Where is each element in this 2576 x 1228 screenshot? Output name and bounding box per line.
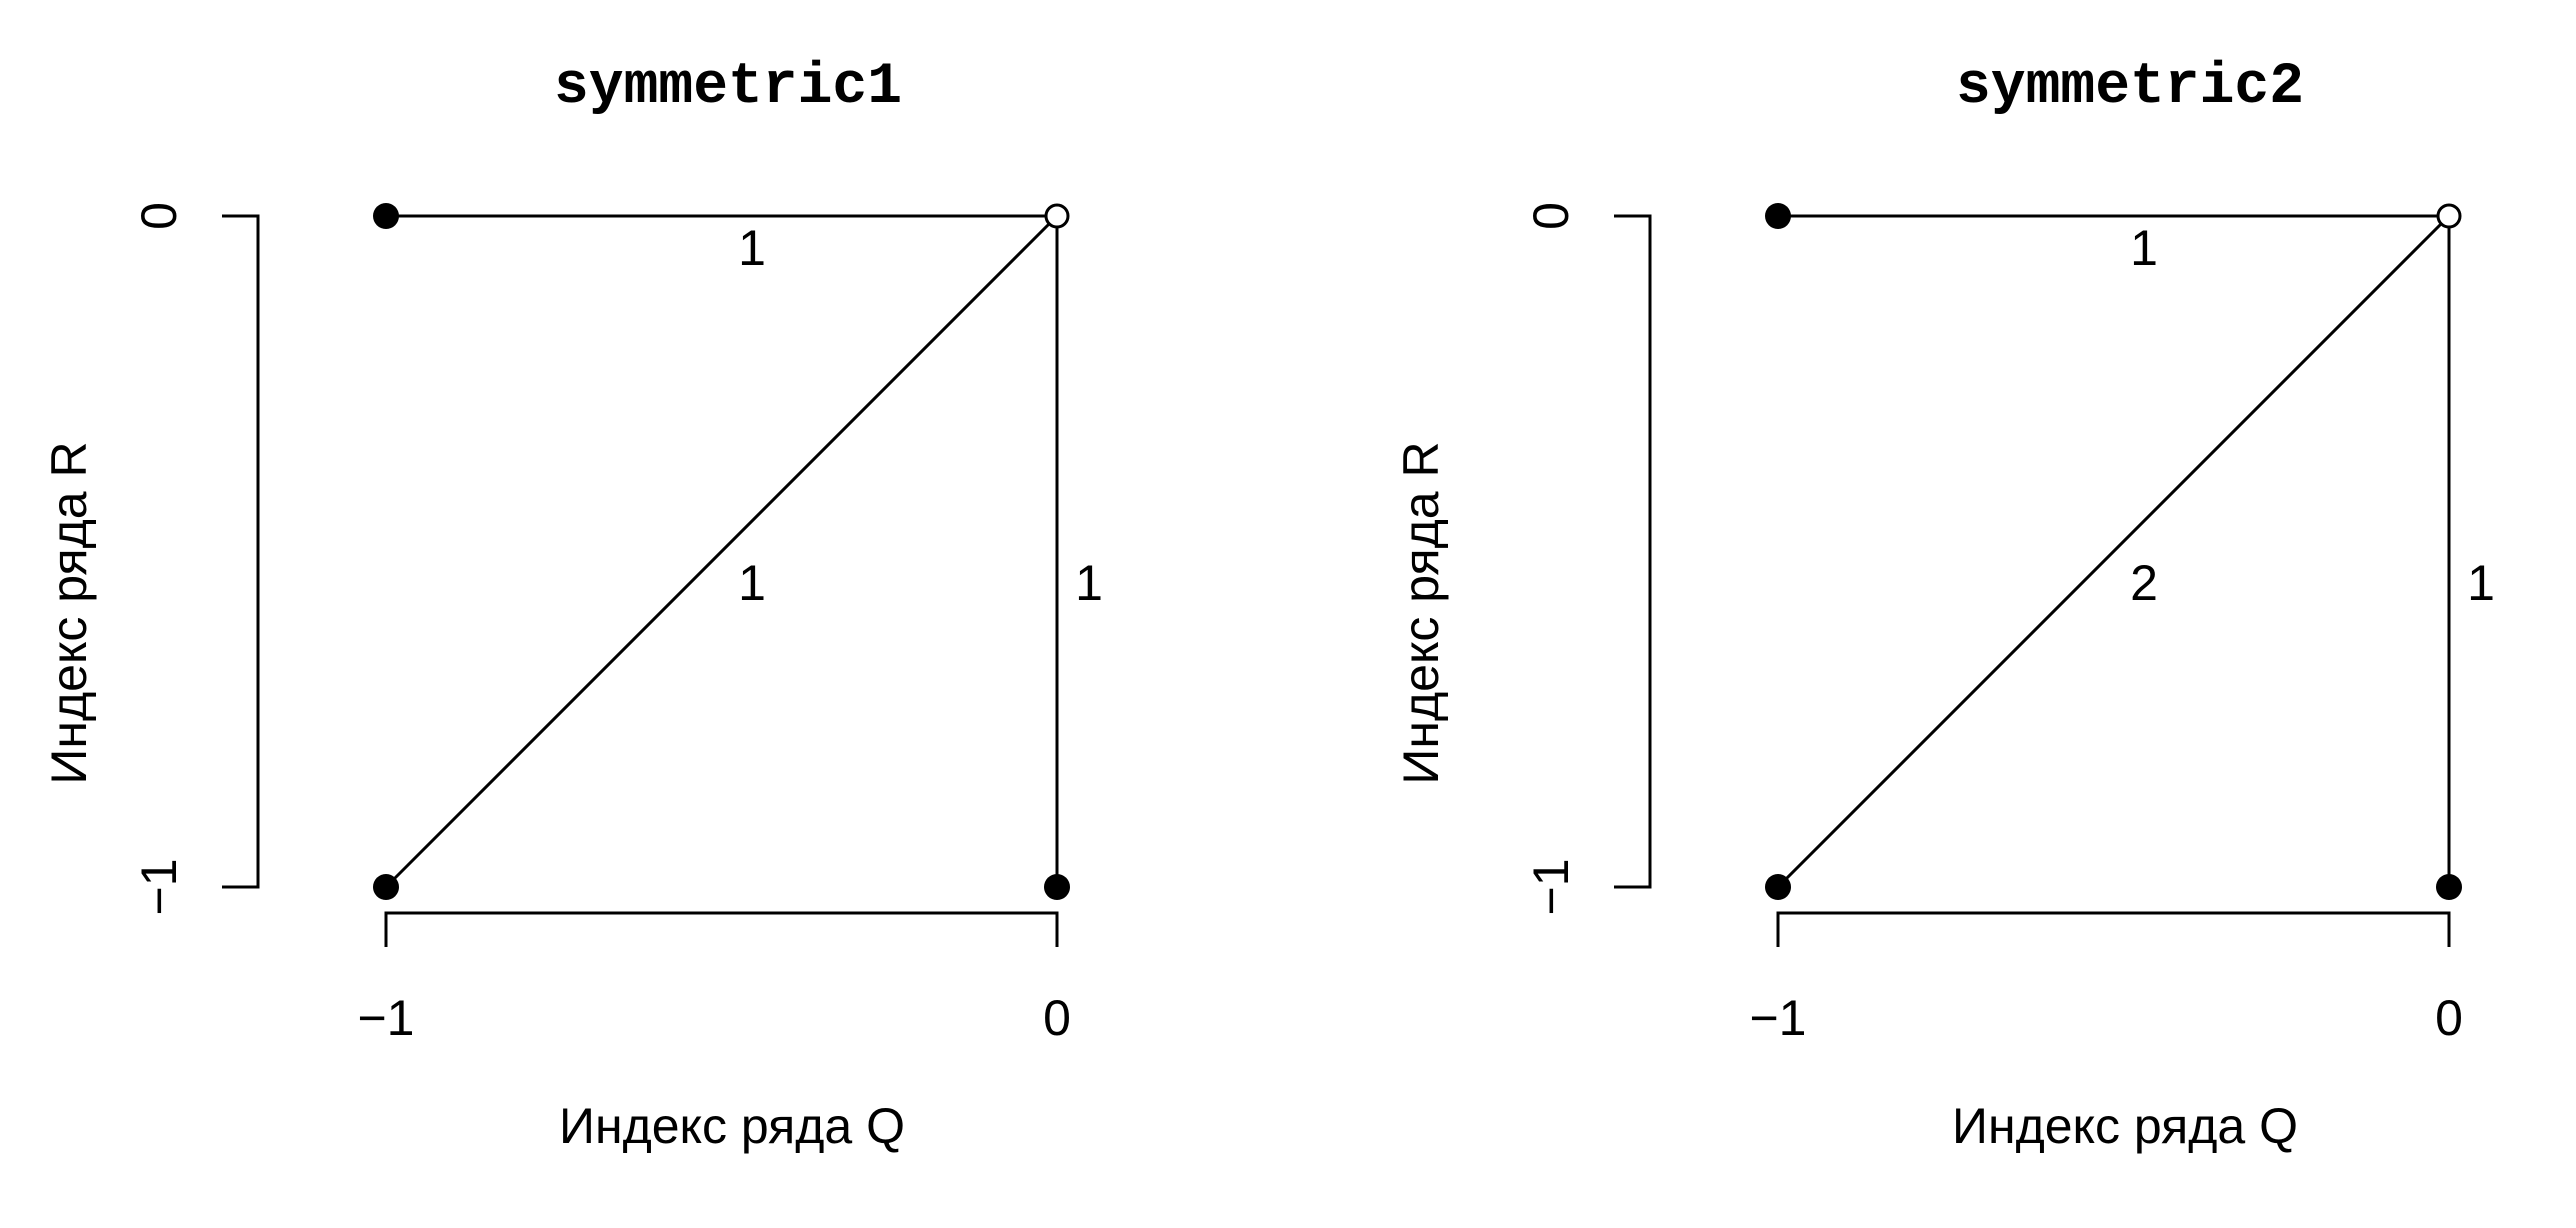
x-tick-label: 0	[2435, 990, 2463, 1046]
y-axis	[222, 214, 260, 889]
panel-symmetric2: symmetric2 0 −1 Индекс ряда R −1 0 Индек…	[1393, 55, 2495, 1154]
node-filled	[1044, 874, 1070, 900]
node-filled	[1765, 874, 1791, 900]
x-axis	[384, 911, 1059, 947]
edge-weight-vertical: 1	[1075, 555, 1103, 611]
x-axis-label: Индекс ряда Q	[1952, 1098, 2298, 1154]
y-axis	[1614, 214, 1652, 889]
y-tick-label: −1	[1523, 858, 1579, 915]
edge-diagonal	[384, 214, 1059, 889]
panel-title: symmetric2	[1956, 55, 2304, 120]
edge-weight-diagonal: 2	[2130, 555, 2158, 611]
node-open	[2436, 203, 2462, 229]
x-tick-label: 0	[1043, 990, 1071, 1046]
edge-weight-diagonal: 1	[738, 555, 766, 611]
panel-title: symmetric1	[554, 55, 902, 120]
y-axis-label: Индекс ряда R	[41, 441, 97, 784]
edge-weight-horizontal: 1	[2130, 220, 2158, 276]
x-tick-label: −1	[357, 990, 414, 1046]
x-axis	[1776, 911, 2451, 947]
edge-weight-horizontal: 1	[738, 220, 766, 276]
y-axis-label: Индекс ряда R	[1393, 441, 1449, 784]
x-tick-label: −1	[1749, 990, 1806, 1046]
edge-diagonal	[1776, 214, 2451, 889]
y-tick-label: 0	[131, 202, 187, 230]
node-filled	[1765, 203, 1791, 229]
node-open	[1044, 203, 1070, 229]
node-filled	[2436, 874, 2462, 900]
y-tick-label: 0	[1523, 202, 1579, 230]
x-axis-label: Индекс ряда Q	[559, 1098, 905, 1154]
edge-weight-vertical: 1	[2467, 555, 2495, 611]
y-tick-label: −1	[131, 858, 187, 915]
panel-symmetric1: symmetric1 0 −1 Индекс ряда R −1 0 Индек…	[41, 55, 1103, 1154]
node-filled	[373, 874, 399, 900]
node-filled	[373, 203, 399, 229]
